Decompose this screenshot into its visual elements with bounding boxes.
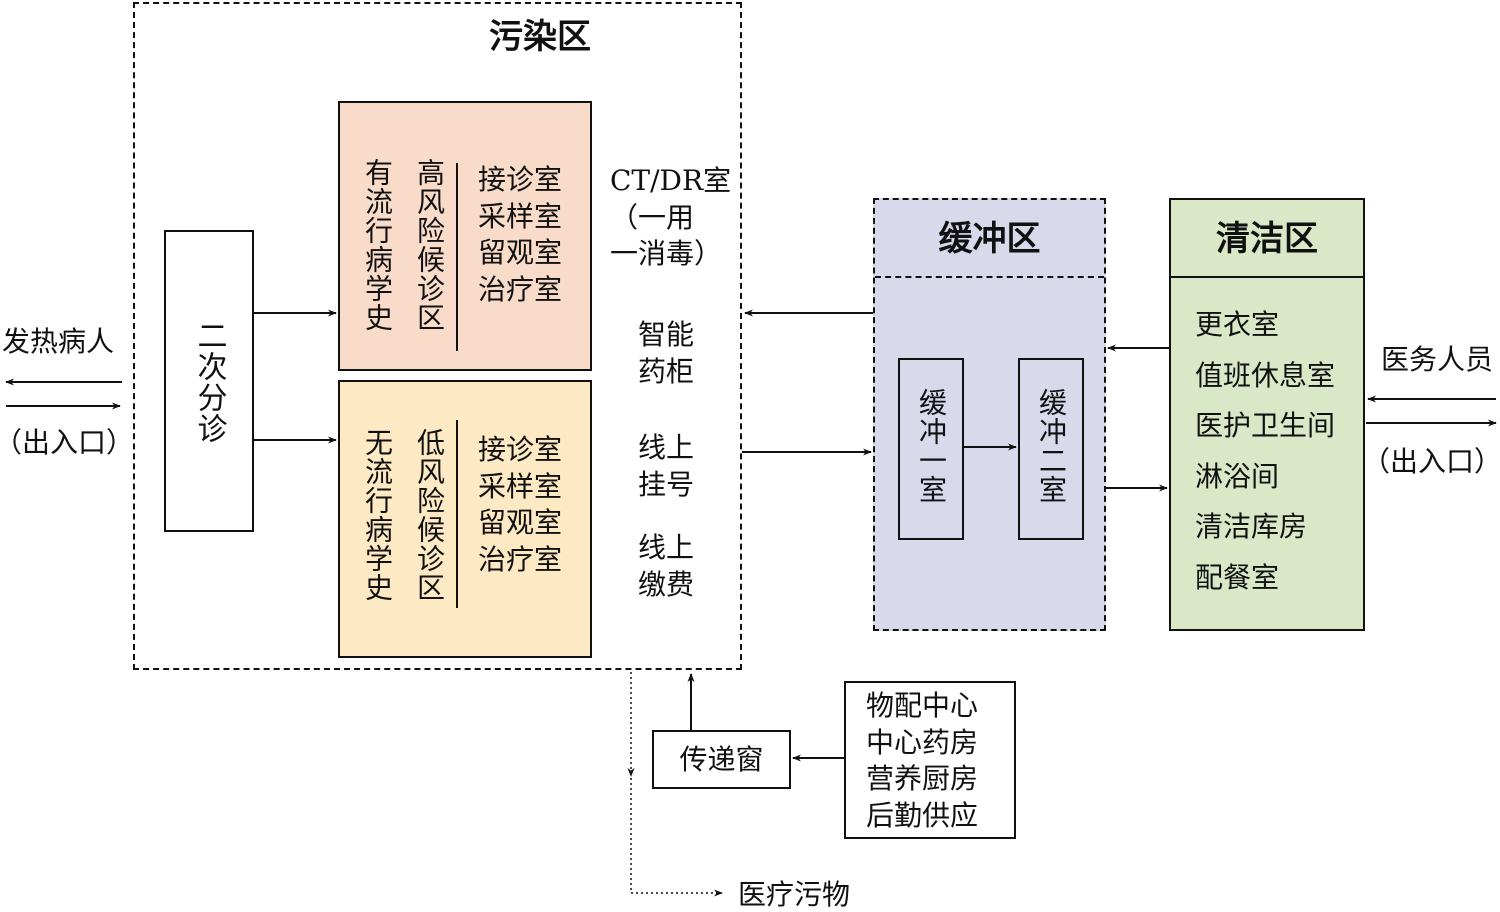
low-risk-room: 治疗室: [478, 542, 563, 576]
clean-zone: [1169, 198, 1365, 631]
clean-zone-room: 配餐室: [1195, 560, 1280, 594]
ct-dr-room: CT/DR室 （一用 一消毒）: [610, 163, 731, 273]
low-risk-history: 无流行病学史: [361, 428, 394, 602]
high-risk-room-list: 接诊室 采样室 留观室 治疗室: [478, 162, 562, 308]
online-payment-line: 线上: [638, 531, 695, 564]
patient-entrance-label: （出入口）: [0, 426, 135, 459]
supply-item: 营养厨房: [866, 762, 979, 795]
contaminated-zone-title: 污染区: [489, 17, 591, 57]
medical-staff-label: 医务人员: [1381, 343, 1494, 376]
waste-dotted-path: [630, 778, 723, 897]
buffer-zone-header-divider: [875, 276, 1104, 278]
fever-patient-label: 发热病人: [2, 325, 115, 358]
medical-waste-label: 医疗污物: [738, 878, 851, 911]
pass-window-label: 传递窗: [679, 743, 764, 776]
high-risk-zone: [338, 101, 592, 371]
low-risk-zone: [338, 380, 592, 658]
low-risk-room: 采样室: [478, 469, 563, 503]
low-risk-room: 接诊室: [478, 433, 563, 466]
ct-dr-line: （一用: [610, 200, 695, 234]
high-risk-room: 接诊室: [478, 163, 563, 196]
low-risk-room-list: 接诊室 采样室 留观室 治疗室: [478, 432, 562, 578]
supply-item: 中心药房: [866, 725, 979, 759]
clean-zone-title: 清洁区: [1216, 219, 1318, 259]
low-risk-zone-label: 低风险候诊区: [413, 428, 446, 602]
online-payment-line: 缴费: [638, 567, 695, 601]
buffer-room-2: [1018, 358, 1084, 540]
buffer-room-1: [898, 358, 964, 540]
secondary-triage-box: [164, 230, 254, 532]
ct-dr-line: CT/DR室: [610, 164, 732, 197]
buffer-room-2-label: 缓冲二室: [1035, 388, 1068, 504]
supply-box: [844, 681, 1016, 839]
clean-zone-room: 值班休息室: [1195, 358, 1336, 392]
smart-pharmacy-line: 药柜: [638, 354, 695, 388]
low-risk-room: 留观室: [478, 506, 563, 539]
high-risk-zone-label: 高风险候诊区: [413, 158, 446, 332]
high-risk-divider: [456, 163, 458, 351]
clean-zone-room: 淋浴间: [1195, 459, 1280, 493]
pass-window-box: [652, 730, 791, 789]
high-risk-room: 采样室: [478, 199, 563, 233]
secondary-triage-label: 二次分诊: [191, 320, 227, 444]
ct-dr-line: 一消毒）: [610, 237, 723, 270]
staff-entrance-label: （出入口）: [1362, 445, 1500, 478]
buffer-room-1-label: 缓冲一室: [915, 388, 948, 504]
online-registration-line: 线上: [638, 431, 695, 464]
clean-zone-room: 清洁库房: [1195, 510, 1308, 543]
low-risk-divider: [456, 420, 458, 608]
clean-zone-room: 更衣室: [1195, 308, 1280, 341]
clean-zone-room: 医护卫生间: [1195, 409, 1336, 442]
high-risk-room: 治疗室: [478, 272, 563, 306]
clean-zone-header-divider: [1171, 276, 1363, 278]
online-payment: 线上 缴费: [638, 530, 694, 603]
high-risk-history: 有流行病学史: [361, 158, 394, 332]
smart-pharmacy-line: 智能: [638, 318, 695, 351]
supply-item: 后勤供应: [866, 798, 979, 832]
buffer-zone: [873, 198, 1106, 631]
online-registration: 线上 挂号: [638, 430, 694, 503]
supply-item: 物配中心: [866, 689, 979, 722]
online-registration-line: 挂号: [638, 467, 695, 501]
contaminated-zone: [133, 2, 742, 670]
supply-list: 物配中心 中心药房 营养厨房 后勤供应: [866, 688, 978, 834]
buffer-zone-title: 缓冲区: [938, 219, 1041, 259]
high-risk-room: 留观室: [478, 236, 563, 269]
clean-zone-room-list: 更衣室 值班休息室 医护卫生间 淋浴间 清洁库房 配餐室: [1195, 300, 1335, 603]
smart-pharmacy: 智能 药柜: [638, 317, 694, 390]
